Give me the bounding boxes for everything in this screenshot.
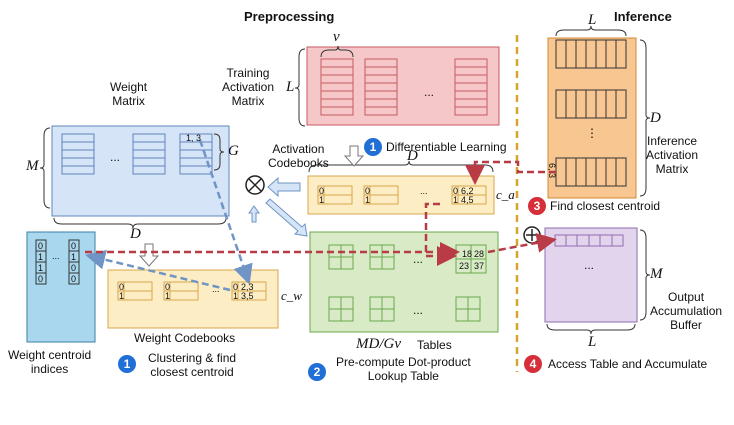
symbol-G: G [228, 143, 239, 159]
w-cb-1: 1 [119, 291, 125, 301]
symbol-MDGv: MD/Gv [356, 336, 401, 352]
idx-col2-2: 0 [71, 263, 77, 273]
idx-col2-0: 0 [71, 241, 77, 251]
symbol-D-weight: D [130, 226, 141, 242]
w-cb-0c: 0 [233, 282, 239, 292]
label-tables: Tables [417, 338, 452, 352]
w-cb-val2: 3,5 [241, 291, 254, 301]
step-1a-text: Differentiable Learning [386, 140, 507, 154]
label-output-accumulation-buffer: Output Accumulation Buffer [650, 290, 723, 332]
act-cb-1: 1 [319, 195, 325, 205]
multiply-operator [245, 175, 265, 195]
training-ellipsis: ... [424, 85, 435, 99]
w-cb-0: 0 [119, 282, 125, 292]
act-cb-0b: 0 [365, 186, 371, 196]
red-dashed-arrow-codebook [424, 202, 457, 266]
step-2-text: Pre-compute Dot-product Lookup Table [336, 355, 471, 383]
table-ellipsis-bottom: ... [413, 303, 424, 317]
w-cb-1b: 1 [165, 291, 171, 301]
output-accumulation-buffer [544, 227, 651, 335]
idx-col2-1: 1 [71, 252, 77, 262]
label-weight-centroid-indices: Weight centroid indices [8, 348, 92, 376]
inference-vdots: ⋮ [586, 126, 598, 140]
hollow-arrows [138, 145, 365, 267]
step-4-text: Access Table and Accumulate [548, 357, 708, 371]
idx-col1-0: 0 [38, 241, 44, 251]
table-val-0: 18 [462, 249, 473, 259]
idx-col1-2: 1 [38, 263, 44, 273]
symbol-D-inference: D [650, 110, 661, 126]
w-cb-0b: 0 [165, 282, 171, 292]
w-cb-1c: 1 [233, 291, 239, 301]
lookup-tables [309, 231, 499, 333]
table-val-2: 23 [459, 261, 470, 271]
symbol-L-output: L [588, 334, 597, 350]
symbol-L-inference: L [588, 12, 597, 28]
weight-index-cell: 1, 3 [186, 133, 202, 143]
act-cb-1b: 1 [365, 195, 371, 205]
table-val-3: 37 [474, 261, 485, 271]
heading-inference: Inference [614, 9, 672, 24]
idx-col1-1: 1 [38, 252, 44, 262]
add-operator [523, 226, 541, 244]
step-3-badge: 3 [528, 197, 546, 215]
inference-index: 6, 3 [547, 163, 557, 179]
table-val-1: 28 [474, 249, 485, 259]
heading-preprocessing: Preprocessing [244, 9, 335, 24]
step-2-badge: 2 [308, 363, 326, 381]
step-1b-text: Clustering & find closest centroid [148, 351, 237, 379]
table-ellipsis-top: ... [413, 252, 424, 266]
symbol-v: v [333, 29, 340, 45]
step-1b-badge: 1 [118, 355, 136, 373]
symbol-ca: c_a [496, 187, 515, 202]
blue-hollow-arrows [248, 176, 308, 237]
act-cb-0c: 0 [453, 186, 459, 196]
step-4-badge: 4 [524, 355, 542, 373]
symbol-cw: c_w [281, 288, 302, 303]
act-cb-val1: 6,2 [461, 186, 474, 196]
act-cb-1c: 1 [453, 195, 459, 205]
blue-dashed-arrow [198, 139, 253, 285]
inference-activation-matrix [547, 25, 651, 199]
weight-ellipsis: ... [110, 150, 121, 164]
act-cb-0: 0 [319, 186, 325, 196]
activation-codebooks [307, 160, 495, 215]
act-cb-ellipsis: ... [420, 186, 428, 196]
symbol-D-activation: D [407, 148, 418, 164]
label-training-activation-matrix: Training Activation Matrix [222, 66, 275, 108]
output-ellipsis: ... [584, 258, 595, 272]
idx-ellipsis: ... [52, 251, 60, 261]
weight-centroid-indices [26, 231, 96, 343]
label-inference-activation-matrix: Inference Activation Matrix [646, 134, 699, 176]
idx-col2-3: 0 [71, 274, 77, 284]
weight-matrix [39, 125, 230, 229]
step-3-text: Find closest centroid [550, 199, 661, 213]
symbol-M-weight: M [26, 158, 39, 174]
label-weight-codebooks: Weight Codebooks [134, 331, 236, 345]
red-dashed-arrow-inference [465, 160, 556, 185]
symbol-L-training: L [286, 79, 295, 95]
symbol-M-output: M [650, 266, 663, 282]
step-1a-badge: 1 [364, 138, 382, 156]
w-cb-ellipsis: ... [212, 284, 220, 294]
label-activation-codebooks: Activation Codebooks [268, 142, 329, 170]
w-cb-val1: 2,3 [241, 282, 254, 292]
blue-dashed-arrow-2 [85, 249, 231, 292]
label-weight-matrix: Weight Matrix [110, 80, 148, 108]
training-activation-matrix [294, 45, 500, 127]
idx-col1-3: 0 [38, 274, 44, 284]
act-cb-val2: 4,5 [461, 195, 474, 205]
